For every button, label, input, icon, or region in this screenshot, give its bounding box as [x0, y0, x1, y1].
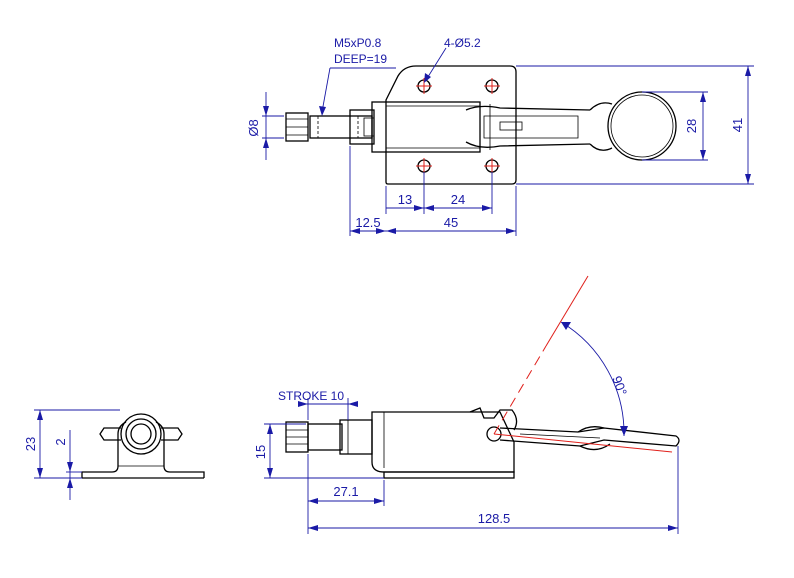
label-d24: 24 [451, 192, 465, 207]
label-ring-dia: 28 [684, 119, 699, 133]
label-shaft-dia: Ø8 [246, 119, 261, 136]
label-thread: M5xP0.8 [334, 36, 382, 50]
label-d45: 45 [444, 215, 458, 230]
end-view: 23 2 [23, 409, 205, 500]
label-d2: 2 [53, 438, 68, 445]
label-d23: 23 [23, 437, 38, 451]
label-d27-1: 27.1 [333, 484, 358, 499]
label-holes: 4-Ø5.2 [444, 36, 481, 50]
side-view: 90° STROKE 10 15 27.1 128.5 [253, 275, 680, 534]
label-d128-5: 128.5 [478, 511, 511, 526]
label-stroke: STROKE 10 [278, 389, 344, 403]
label-deep: DEEP=19 [334, 52, 387, 66]
label-d12-5: 12.5 [355, 215, 380, 230]
label-angle: 90° [609, 374, 630, 398]
top-view: M5xP0.8 DEEP=19 4-Ø5.2 Ø8 28 41 13 24 12… [246, 36, 754, 236]
label-d15: 15 [253, 445, 268, 459]
label-height-41: 41 [730, 118, 745, 132]
label-d13: 13 [398, 192, 412, 207]
